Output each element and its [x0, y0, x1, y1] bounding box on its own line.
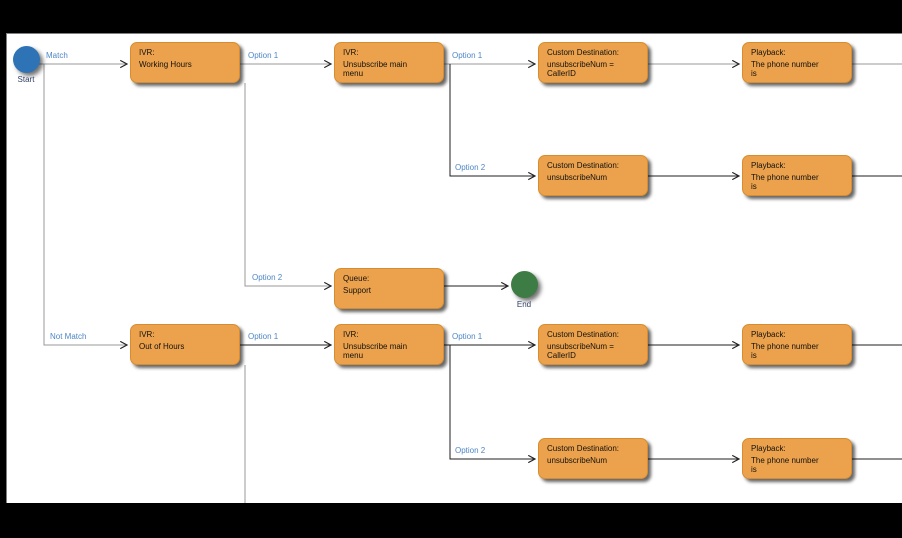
node-body: Support: [343, 286, 372, 295]
node-body: unsubscribeNum = CallerID: [547, 60, 614, 78]
node-custom-destination-callerid-bottom[interactable]: Custom Destination: unsubscribeNum = Cal…: [538, 324, 648, 365]
node-body: Working Hours: [139, 60, 192, 69]
node-title: Custom Destination:: [547, 161, 620, 170]
node-body: The phone number is: [751, 60, 819, 78]
start-node-label: Start: [17, 75, 35, 84]
edge-label-option1-unsub-top: Option 1: [452, 51, 483, 60]
node-body: The phone number is: [751, 456, 819, 474]
node-title: Queue:: [343, 274, 370, 283]
start-node[interactable]: [13, 46, 40, 73]
node-title: IVR:: [343, 48, 359, 57]
node-title: IVR:: [139, 330, 155, 339]
node-playback-top-2[interactable]: Playback: The phone number is: [742, 155, 852, 196]
node-custom-destination-bottom-2[interactable]: Custom Destination: unsubscribeNum: [538, 438, 648, 479]
node-body: unsubscribeNum: [547, 456, 608, 465]
node-playback-top-1[interactable]: Playback: The phone number is: [742, 42, 852, 83]
end-node[interactable]: [511, 271, 538, 298]
node-ivr-out-of-hours[interactable]: IVR: Out of Hours: [130, 324, 240, 365]
node-ivr-working-hours[interactable]: IVR: Working Hours: [130, 42, 240, 83]
node-title: Custom Destination:: [547, 444, 620, 453]
node-queue-support[interactable]: Queue: Support: [334, 268, 444, 309]
edge-label-option2-unsub-bottom: Option 2: [455, 446, 486, 455]
node-custom-destination-top-2[interactable]: Custom Destination: unsubscribeNum: [538, 155, 648, 196]
node-ivr-unsubscribe-main-menu-bottom[interactable]: IVR: Unsubscribe main menu: [334, 324, 444, 365]
flow-canvas: [6, 33, 902, 503]
node-title: Playback:: [751, 161, 786, 170]
node-title: IVR:: [343, 330, 359, 339]
edge-label-option2-unsub-top: Option 2: [455, 163, 486, 172]
edge-label-match: Match: [46, 51, 68, 60]
node-playback-bottom-2[interactable]: Playback: The phone number is: [742, 438, 852, 479]
edge-label-not-match: Not Match: [50, 332, 87, 341]
node-playback-bottom-1[interactable]: Playback: The phone number is: [742, 324, 852, 365]
edge-label-option1-out-of-hours: Option 1: [248, 332, 279, 341]
node-body: The phone number is: [751, 342, 819, 360]
node-custom-destination-callerid-top[interactable]: Custom Destination: unsubscribeNum = Cal…: [538, 42, 648, 83]
node-body: unsubscribeNum: [547, 173, 608, 182]
edge-label-option1-working-hours: Option 1: [248, 51, 279, 60]
node-body: unsubscribeNum = CallerID: [547, 342, 614, 360]
node-body: Out of Hours: [139, 342, 185, 351]
end-node-label: End: [516, 300, 532, 309]
edge-label-option2-queue: Option 2: [252, 273, 283, 282]
node-title: IVR:: [139, 48, 155, 57]
node-body: Unsubscribe main menu: [343, 342, 408, 360]
node-title: Playback:: [751, 330, 786, 339]
edge-label-option1-unsub-bottom: Option 1: [452, 332, 483, 341]
node-body: Unsubscribe main menu: [343, 60, 408, 78]
node-title: Custom Destination:: [547, 330, 620, 339]
node-body: The phone number is: [751, 173, 819, 191]
node-title: Playback:: [751, 444, 786, 453]
node-title: Custom Destination:: [547, 48, 620, 57]
node-title: Playback:: [751, 48, 786, 57]
node-ivr-unsubscribe-main-menu-top[interactable]: IVR: Unsubscribe main menu: [334, 42, 444, 83]
